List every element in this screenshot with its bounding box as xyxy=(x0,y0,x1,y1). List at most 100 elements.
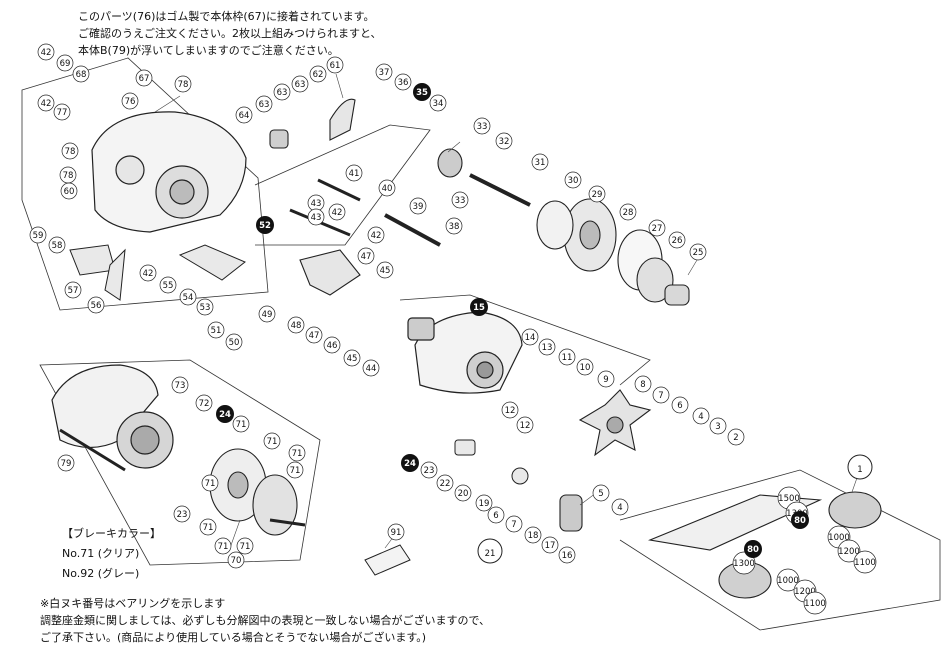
callout-circle xyxy=(195,394,213,412)
callout-number: 14 xyxy=(525,333,536,343)
part-callout: 41 xyxy=(345,164,363,182)
callout-number: 64 xyxy=(239,111,250,121)
callout-circle xyxy=(597,370,615,388)
bearing-number: 24 xyxy=(404,459,416,469)
callout-number: 36 xyxy=(398,78,409,88)
callout-number: 63 xyxy=(259,100,270,110)
callout-number: 73 xyxy=(175,381,186,391)
part-callout: 91 xyxy=(387,523,405,541)
callout-number: 78 xyxy=(65,147,76,157)
small-parts xyxy=(69,244,529,576)
callout-circle xyxy=(541,536,559,554)
bearing-callout: 80 xyxy=(744,540,762,558)
part-callout: 63 xyxy=(291,75,309,93)
part-callout: 56 xyxy=(87,296,105,314)
part-callout: 73 xyxy=(171,376,189,394)
callout-number: 16 xyxy=(562,551,573,561)
callout-circle xyxy=(531,153,549,171)
part-callout: 12 xyxy=(501,401,519,419)
part-callout: 8 xyxy=(634,375,652,393)
bearing-callout: 52 xyxy=(256,216,274,234)
part-callout: 20 xyxy=(454,484,472,502)
callout-number: 56 xyxy=(91,301,102,311)
callout-number: 23 xyxy=(424,466,435,476)
callout-circle xyxy=(558,348,576,366)
part-callout: 33 xyxy=(473,117,491,135)
callout-number: 42 xyxy=(371,231,382,241)
part-callout: 10 xyxy=(576,358,594,376)
part-callout: 28 xyxy=(619,203,637,221)
callout-number: 32 xyxy=(499,137,510,147)
callout-number: 18 xyxy=(528,531,539,541)
callout-circle xyxy=(776,568,800,592)
callout-circle xyxy=(475,494,493,512)
callout-circle xyxy=(291,75,309,93)
bearing-callout: 24 xyxy=(401,454,419,472)
part-callout: 6 xyxy=(671,396,689,414)
callout-number: 33 xyxy=(477,122,488,132)
callout-number: 4 xyxy=(617,503,622,513)
callout-circle xyxy=(273,83,291,101)
callout-circle xyxy=(429,94,447,112)
part-callout: 11 xyxy=(558,348,576,366)
part-callout: 61 xyxy=(326,56,344,74)
callout-number: 78 xyxy=(63,171,74,181)
part-callout: 51 xyxy=(207,321,225,339)
bearing-circle xyxy=(791,511,809,529)
callout-circle xyxy=(445,217,463,235)
bearing-circle xyxy=(744,540,762,558)
part-callout: 14 xyxy=(521,328,539,346)
part-callout: 53 xyxy=(196,298,214,316)
callout-circle xyxy=(357,247,375,265)
callout-number: 62 xyxy=(313,70,324,80)
callout-number: 17 xyxy=(545,541,556,551)
callout-number: 48 xyxy=(291,321,302,331)
bearing-number: 80 xyxy=(747,545,759,555)
callout-circle xyxy=(564,171,582,189)
callout-circle xyxy=(207,321,225,339)
bearing-number: 52 xyxy=(259,221,271,231)
callout-number: 25 xyxy=(693,248,704,258)
part-callout: 68 xyxy=(72,65,90,83)
part-callout: 45 xyxy=(343,349,361,367)
callout-circle xyxy=(286,461,304,479)
bottom-note-line: ※白ヌキ番号はベアリングを示します xyxy=(40,597,226,610)
callout-number: 63 xyxy=(277,88,288,98)
callout-number: 41 xyxy=(349,169,360,179)
part-callout: 3 xyxy=(709,417,727,435)
callout-circle xyxy=(394,73,412,91)
part-callout: 71 xyxy=(201,474,219,492)
part-callout: 23 xyxy=(173,505,191,523)
callout-number: 71 xyxy=(205,479,216,489)
bearing-circle xyxy=(256,216,274,234)
part-callout: 69 xyxy=(56,54,74,72)
part-callout: 1300 xyxy=(732,551,756,575)
part-callout: 44 xyxy=(362,359,380,377)
callout-circle xyxy=(689,243,707,261)
top-note-line: ご確認のうえご注文ください。2枚以上組みつけられますと、 xyxy=(78,27,382,40)
callout-number: 71 xyxy=(218,542,229,552)
callout-number: 42 xyxy=(143,269,154,279)
callout-circle xyxy=(648,219,666,237)
brake-color-item: No.92 (グレー) xyxy=(62,567,140,580)
part-callout: 39 xyxy=(409,197,427,215)
bearing-callout: 80 xyxy=(791,511,809,529)
part-callout: 49 xyxy=(258,305,276,323)
callout-number: 9 xyxy=(603,375,608,385)
part-callout: 45 xyxy=(376,261,394,279)
callout-number: 79 xyxy=(61,459,72,469)
callout-circle xyxy=(201,474,219,492)
callout-circle xyxy=(487,506,505,524)
callout-number: 67 xyxy=(139,74,150,84)
callout-circle xyxy=(376,261,394,279)
callout-number: 47 xyxy=(309,331,320,341)
callout-circle xyxy=(48,236,66,254)
part-callout: 54 xyxy=(179,288,197,306)
callout-circle xyxy=(214,537,232,555)
callout-circle xyxy=(159,276,177,294)
callout-number: 53 xyxy=(200,303,211,313)
callout-circle xyxy=(29,226,47,244)
callout-number: 30 xyxy=(568,176,579,186)
part-callout: 78 xyxy=(59,166,77,184)
bearing-callout: 15 xyxy=(470,298,488,316)
